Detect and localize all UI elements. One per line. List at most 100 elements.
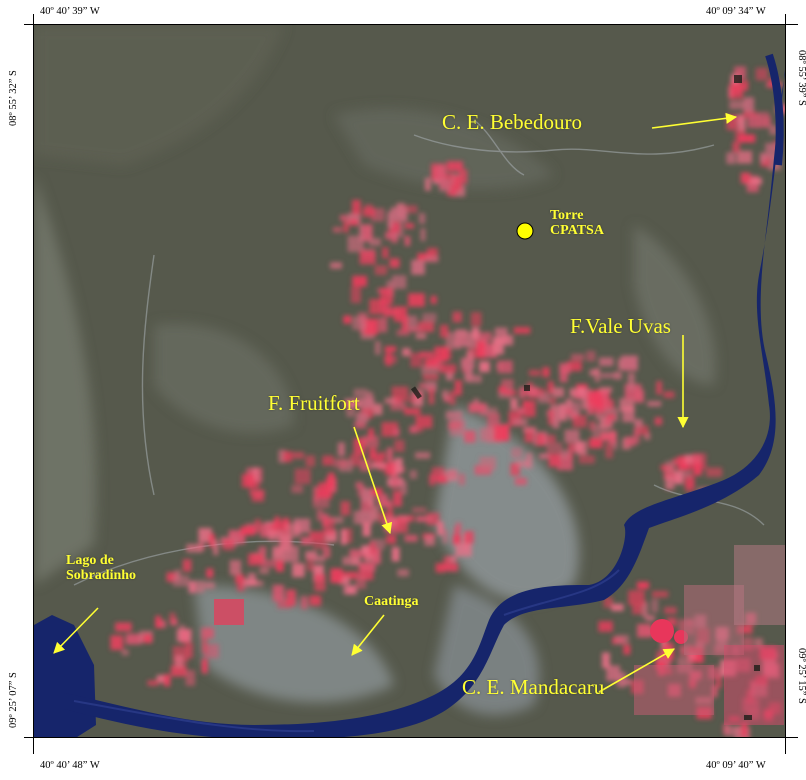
irrigated-field: [309, 531, 325, 542]
irrigated-field: [201, 659, 208, 674]
irrigated-field: [566, 408, 573, 415]
irrigated-field: [754, 638, 763, 649]
irrigated-field: [568, 410, 579, 420]
irrigated-field: [364, 204, 373, 213]
corner-tick: [24, 24, 33, 25]
irrigated-field: [425, 381, 437, 392]
irrigated-field: [479, 456, 496, 471]
irrigated-field: [229, 560, 242, 576]
irrigated-field: [147, 680, 159, 686]
irrigated-field: [451, 185, 466, 197]
irrigated-field: [272, 546, 283, 556]
irrigated-field: [460, 357, 475, 369]
irrigated-field: [373, 548, 381, 565]
irrigated-field: [687, 653, 697, 660]
irrigated-field: [599, 387, 613, 393]
irrigated-field: [442, 529, 448, 544]
irrigated-field: [386, 534, 396, 544]
irrigated-field: [343, 315, 352, 324]
irrigated-field: [435, 563, 445, 573]
irrigated-field: [528, 369, 541, 376]
irrigated-field: [379, 500, 392, 508]
label-lago-line2: Sobradinho: [66, 567, 137, 583]
irrigated-field: [637, 624, 652, 638]
irrigated-field: [452, 311, 462, 323]
irrigated-field: [251, 494, 265, 502]
irrigated-field: [156, 620, 166, 628]
label-torre-line2: CPATSA: [550, 222, 604, 238]
irrigated-field: [361, 488, 372, 502]
irrigated-field: [466, 350, 474, 360]
coord-left-bottom: 09º 25’ 07” S: [8, 672, 19, 728]
irrigated-field: [526, 386, 539, 397]
irrigated-field: [369, 238, 381, 246]
irrigated-field: [552, 418, 560, 429]
circle-marker-icon: [516, 222, 534, 240]
irrigated-field: [602, 652, 610, 669]
irrigated-field: [185, 642, 194, 659]
irrigated-field: [656, 381, 662, 395]
label-lago-sobradinho: Lago de Sobradinho: [66, 553, 137, 583]
irrigated-field: [286, 589, 296, 607]
irrigated-field: [355, 481, 363, 489]
coord-left-top: 08º 55’ 32” S: [8, 70, 19, 126]
irrigated-field: [284, 544, 291, 559]
irrigated-field: [442, 563, 458, 572]
irrigated-field: [277, 599, 291, 609]
irrigated-field: [110, 635, 124, 650]
irrigated-field: [360, 459, 371, 472]
irrigated-field: [349, 454, 362, 467]
irrigated-field: [755, 67, 768, 81]
irrigated-field: [647, 401, 662, 407]
irrigated-field: [683, 470, 692, 478]
irrigated-fields: [110, 66, 785, 737]
irrigated-field: [121, 649, 129, 656]
irrigated-field: [436, 357, 443, 373]
irrigated-field: [371, 505, 379, 521]
irrigated-field: [352, 199, 361, 215]
irrigated-field: [306, 556, 314, 572]
irrigated-field: [391, 234, 398, 243]
coord-top-left: 40º 40’ 39” W: [40, 6, 100, 17]
irrigated-field: [163, 674, 171, 687]
irrigated-field: [586, 351, 596, 362]
irrigated-field: [419, 382, 427, 389]
irrigated-field: [391, 547, 400, 562]
irrigated-field: [603, 597, 613, 608]
irrigated-field: [354, 438, 368, 444]
irrigated-field: [446, 185, 457, 196]
irrigated-field: [427, 248, 438, 262]
irrigated-field: [390, 207, 408, 222]
irrigated-field: [384, 397, 396, 404]
irrigated-field: [623, 644, 631, 655]
irrigated-field: [368, 428, 374, 441]
irrigated-field: [278, 449, 286, 463]
irrigated-field: [337, 442, 345, 457]
irrigated-field: [355, 574, 367, 589]
irrigated-field: [411, 259, 425, 275]
irrigated-field: [387, 211, 393, 229]
irrigated-field: [203, 643, 219, 659]
irrigated-field: [209, 533, 215, 548]
irrigated-field: [437, 521, 444, 536]
irrigated-field: [734, 66, 746, 80]
irrigated-field: [115, 622, 132, 632]
irrigated-field: [436, 165, 446, 182]
coord-top-right: 40º 09’ 34” W: [706, 6, 766, 17]
irrigated-field: [402, 348, 411, 357]
corner-tick: [24, 737, 33, 738]
irrigated-field: [425, 177, 431, 191]
irrigated-field: [387, 505, 393, 518]
irrigated-field: [454, 380, 462, 396]
irrigated-field: [738, 115, 746, 132]
irrigated-field: [652, 591, 669, 598]
irrigated-field: [333, 458, 348, 468]
irrigated-field: [547, 381, 554, 394]
irrigated-field: [371, 463, 386, 469]
irrigated-field: [156, 675, 171, 683]
irrigated-field: [261, 559, 278, 568]
irrigated-field: [419, 351, 434, 358]
irrigated-field: [503, 335, 514, 346]
label-lago-line1: Lago de: [66, 553, 114, 568]
irrigated-field: [338, 576, 350, 585]
